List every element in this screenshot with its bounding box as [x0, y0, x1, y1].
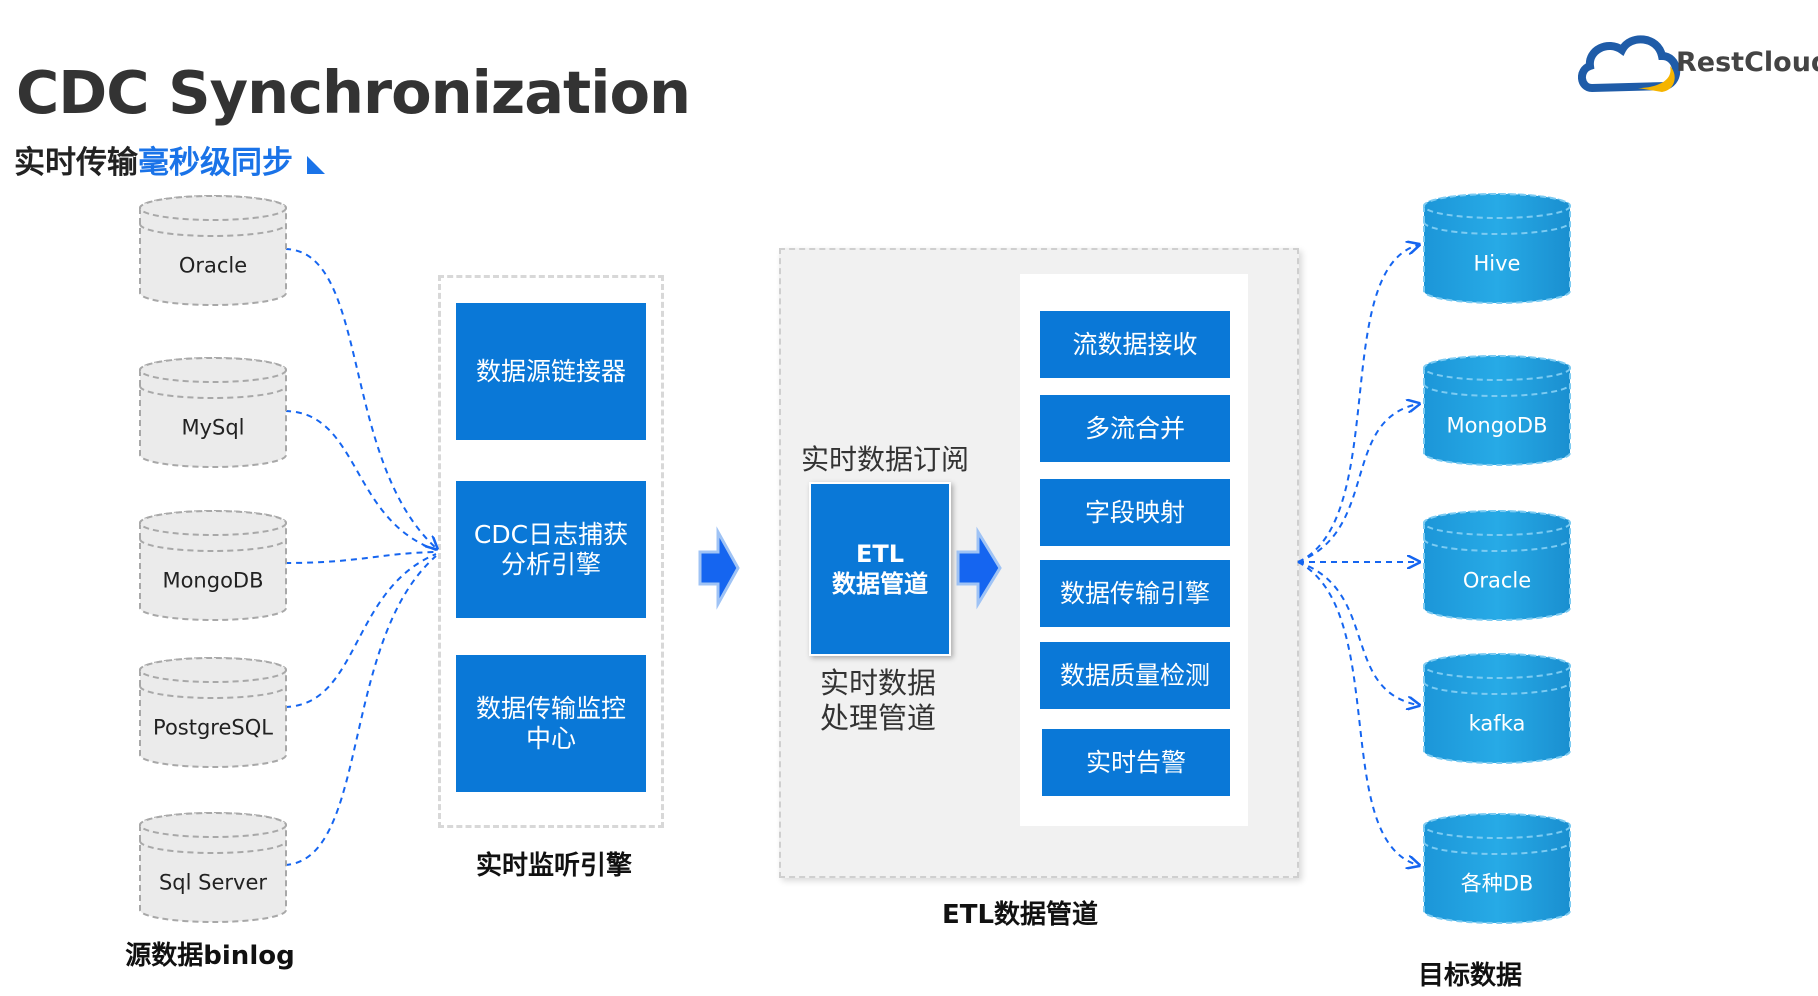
- listen-box-connector: 数据源链接器: [456, 303, 646, 440]
- target-db-4: 各种DB: [1423, 813, 1571, 924]
- connector-variousdb: [1297, 561, 1418, 865]
- source-db-oracle: Oracle: [139, 195, 287, 306]
- etl-core-line2: 数据管道: [832, 570, 928, 598]
- etl-step-receive: 流数据接收: [1040, 311, 1230, 378]
- etl-step-quality: 数据质量检测: [1040, 642, 1230, 709]
- source-db-mongodb: MongoDB: [139, 510, 287, 621]
- targets-caption: 目标数据: [1417, 961, 1522, 991]
- source-db-mysql-label: MySql: [181, 416, 244, 440]
- target-db-3-label: kafka: [1469, 712, 1526, 736]
- source-db-postgresql: PostgreSQL: [139, 657, 287, 768]
- subtitle-part1: 实时传输: [14, 145, 138, 181]
- etl-step-alert: 实时告警: [1042, 729, 1230, 796]
- connector-mysql: [284, 410, 437, 551]
- target-db-2-label: Oracle: [1463, 569, 1531, 593]
- etl-core-caption: 实时数据 处理管道: [819, 666, 936, 735]
- target-db-4-label: 各种DB: [1461, 872, 1534, 896]
- etl-step-merge: 多流合并: [1040, 395, 1230, 462]
- target-db-0-label: Hive: [1474, 252, 1521, 276]
- connector-sqlserver: [284, 555, 437, 866]
- listen-box-monitor: 数据传输监控 中心: [456, 655, 646, 792]
- connector-kafka: [1297, 561, 1418, 705]
- target-db-1-label: MongoDB: [1446, 414, 1547, 438]
- source-db-mysql: MySql: [139, 357, 287, 468]
- source-db-mongodb-label: MongoDB: [162, 569, 263, 593]
- source-connectors: [284, 248, 437, 866]
- target-db-0: Hive: [1423, 193, 1571, 304]
- etl-step-mapping: 字段映射: [1040, 479, 1230, 546]
- subscribe-label: 实时数据订阅: [800, 443, 969, 476]
- target-db-3: kafka: [1423, 653, 1571, 764]
- etl-core-box: ETL 数据管道: [809, 482, 951, 656]
- connector-mongodb-target: [1297, 404, 1418, 563]
- logo-text: RestCloud: [1676, 47, 1818, 78]
- source-db-oracle-label: Oracle: [179, 254, 247, 278]
- source-db-postgresql-label: PostgreSQL: [153, 716, 273, 740]
- target-db-1: MongoDB: [1423, 355, 1571, 466]
- etl-caption: ETL数据管道: [941, 900, 1099, 930]
- sources-caption: 源数据binlog: [125, 941, 295, 971]
- subtitle-highlight: 毫秒级同步: [138, 145, 293, 181]
- flow-arrow-icon-2: [956, 526, 1002, 610]
- target-connectors: [1297, 245, 1418, 865]
- connector-hive: [1297, 245, 1418, 563]
- restcloud-logo: [1578, 35, 1680, 93]
- listen-engine-caption: 实时监听引擎: [475, 851, 632, 881]
- connector-mongodb: [284, 551, 437, 564]
- source-db-sql-server: Sql Server: [139, 812, 287, 923]
- connector-oracle: [284, 248, 436, 548]
- page-subtitle: 实时传输毫秒级同步: [14, 137, 325, 182]
- target-db-2: Oracle: [1423, 510, 1571, 621]
- triangle-marker-icon: [307, 155, 325, 174]
- listen-box-cdc: CDC日志捕获 分析引擎: [456, 481, 646, 618]
- flow-arrow-icon: [698, 526, 740, 610]
- page-title: CDC Synchronization: [16, 58, 691, 127]
- etl-step-engine: 数据传输引擎: [1040, 560, 1230, 627]
- connector-postgresql: [284, 553, 437, 708]
- etl-core-line1: ETL: [855, 540, 905, 568]
- source-db-sql-server-label: Sql Server: [159, 871, 267, 895]
